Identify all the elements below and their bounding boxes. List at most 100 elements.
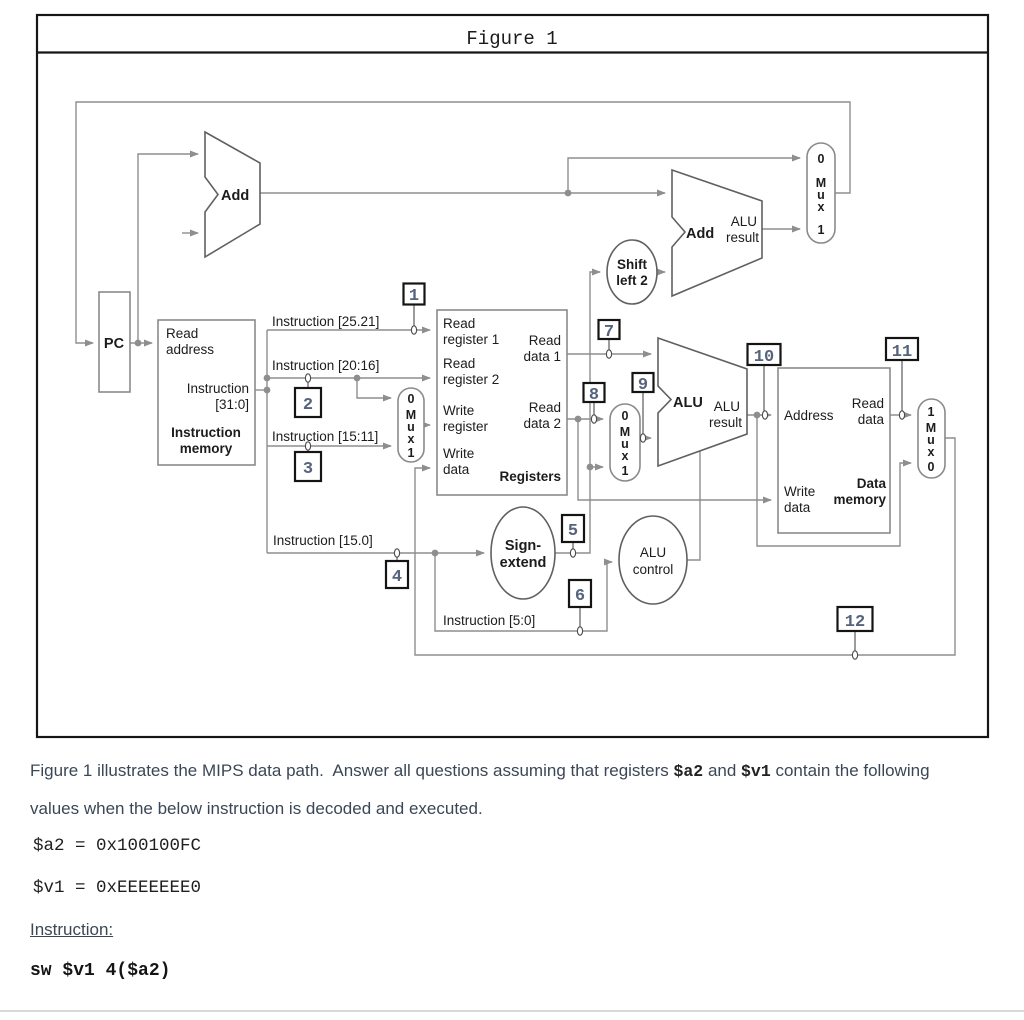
mux-regdst-M: M	[406, 408, 416, 422]
mux-alusrc-1: 1	[622, 464, 629, 478]
shift-left-2: Shift left 2	[606, 239, 658, 305]
sign-extend-line1: Sign-	[505, 538, 541, 554]
figure-frame	[35, 13, 990, 739]
shift-left-line2: left 2	[616, 273, 648, 288]
registers-name: Registers	[499, 469, 561, 484]
point-6-number: 6	[575, 587, 585, 606]
mux-regdst-u: u	[407, 420, 415, 434]
alu-control-line2: control	[633, 562, 674, 577]
point-11-number: 11	[892, 343, 912, 362]
wire-signext-to-shift	[589, 268, 601, 467]
shift-left-line1: Shift	[617, 257, 647, 272]
mux-memtoreg-u: u	[927, 433, 935, 447]
mux-regdst-1: 1	[408, 446, 415, 460]
register-a2-value: $a2 = 0x100100FC	[33, 836, 202, 856]
reg-wd-line1: Write	[443, 446, 474, 461]
mips-datapath-figure: Figure 1	[35, 13, 990, 739]
alu-control-line1: ALU	[640, 545, 666, 560]
reg-rd2-line2: data 2	[523, 416, 561, 431]
point-box-10: 10	[746, 342, 782, 367]
wire-alucontrol-to-alu	[687, 450, 701, 561]
main-alu: ALU ALU result	[657, 336, 748, 468]
wire-readdata2-to-memwrite	[577, 419, 772, 504]
wire-pc4-to-mux	[567, 154, 801, 193]
mux-alusrc-u: u	[621, 437, 629, 451]
mux-regdst-0: 0	[408, 392, 415, 406]
dmem-readdata-line2: data	[858, 412, 885, 427]
mux-memtoreg-x: x	[928, 445, 935, 459]
imem-name-line2: memory	[180, 441, 233, 456]
point-9-number: 9	[638, 376, 648, 395]
reg-wr-line2: register	[443, 419, 489, 434]
alu-result-line1: ALU	[714, 399, 740, 414]
mux-alusrc-x: x	[622, 449, 629, 463]
mux-pcsrc-1: 1	[818, 223, 825, 237]
pc-label: PC	[104, 336, 125, 352]
mux-pcsrc-x: x	[818, 200, 825, 214]
wire-instr-20-16-to-muxA	[356, 378, 392, 402]
label-instr-5-0: Instruction [5:0]	[443, 613, 535, 628]
imem-address-label: address	[166, 342, 214, 357]
wire-pcsrc-loop	[75, 101, 851, 347]
dmem-writedata-line2: data	[784, 500, 811, 515]
label-instr-15-0: Instruction [15.0]	[273, 533, 373, 548]
bottom-divider	[0, 1010, 1024, 1012]
reg-rd2-line1: Read	[529, 400, 561, 415]
mux-regdst: 0 M u x 1	[397, 387, 425, 463]
point-box-1: 1	[402, 282, 426, 306]
mux-regdst-x: x	[408, 432, 415, 446]
wire-instr-5-0	[434, 553, 613, 632]
imem-instruction-label: Instruction	[187, 381, 249, 396]
point-1-number: 1	[409, 287, 419, 306]
point-8-number: 8	[589, 386, 599, 405]
alu-result-line2: result	[709, 415, 742, 430]
imem-read-label: Read	[166, 326, 198, 341]
junction-dots	[134, 189, 761, 557]
register-a2-inline: $a2	[673, 762, 704, 781]
data-memory-box: Address Read data Write data Data memory	[777, 367, 891, 534]
point-12-number: 12	[845, 613, 865, 632]
point-boxes: 1 2 3 4 5 6 7 8	[293, 282, 920, 633]
wire-pc-to-add	[137, 150, 199, 343]
mux-alusrc-0: 0	[622, 409, 629, 423]
point-box-12: 12	[836, 605, 874, 633]
add-branch-alu: Add ALU result	[671, 168, 763, 298]
pc-box: PC	[98, 291, 131, 393]
add-branch-result-line2: result	[726, 230, 759, 245]
dmem-readdata-line1: Read	[852, 396, 884, 411]
point-7-number: 7	[604, 323, 614, 342]
mux-memtoreg-1: 1	[928, 405, 935, 419]
mux-pcsrc: 0 M u x 1	[806, 142, 836, 244]
sign-extend: Sign- extend	[490, 506, 556, 600]
point-markers	[304, 325, 906, 660]
point-3-number: 3	[303, 460, 313, 479]
alu-label: ALU	[673, 395, 703, 411]
point-4-number: 4	[392, 568, 402, 587]
reg-rd1-line1: Read	[529, 333, 561, 348]
point-box-6: 6	[567, 578, 593, 609]
point-box-9: 9	[631, 371, 655, 395]
reg-rr1-line2: register 1	[443, 332, 499, 347]
question-paragraph: Figure 1 illustrates the MIPS data path.…	[30, 752, 982, 827]
point-box-3: 3	[293, 450, 323, 483]
reg-rr1-line1: Read	[443, 316, 475, 331]
reg-wd-line2: data	[443, 462, 470, 477]
instruction-code: sw $v1 4($a2)	[30, 961, 171, 981]
figure-title: Figure 1	[466, 28, 557, 50]
dmem-name-line2: memory	[833, 492, 886, 507]
question-text-2: and	[703, 761, 742, 780]
instruction-memory-box: Read address Instruction [31:0] Instruct…	[157, 319, 256, 466]
point-box-11: 11	[884, 336, 920, 362]
dmem-writedata-line1: Write	[784, 484, 815, 499]
point-10-number: 10	[754, 348, 774, 367]
register-v1-inline: $v1	[741, 762, 771, 781]
reg-wr-line1: Write	[443, 403, 474, 418]
mux-pcsrc-0: 0	[818, 152, 825, 166]
dmem-address-label: Address	[784, 408, 834, 423]
imem-name-line1: Instruction	[171, 425, 241, 440]
add-branch-result-line1: ALU	[731, 214, 757, 229]
dmem-name-line1: Data	[857, 476, 887, 491]
register-v1-value: $v1 = 0xEEEEEEE0	[33, 878, 202, 898]
label-instr-25-21: Instruction [25.21]	[272, 314, 379, 329]
